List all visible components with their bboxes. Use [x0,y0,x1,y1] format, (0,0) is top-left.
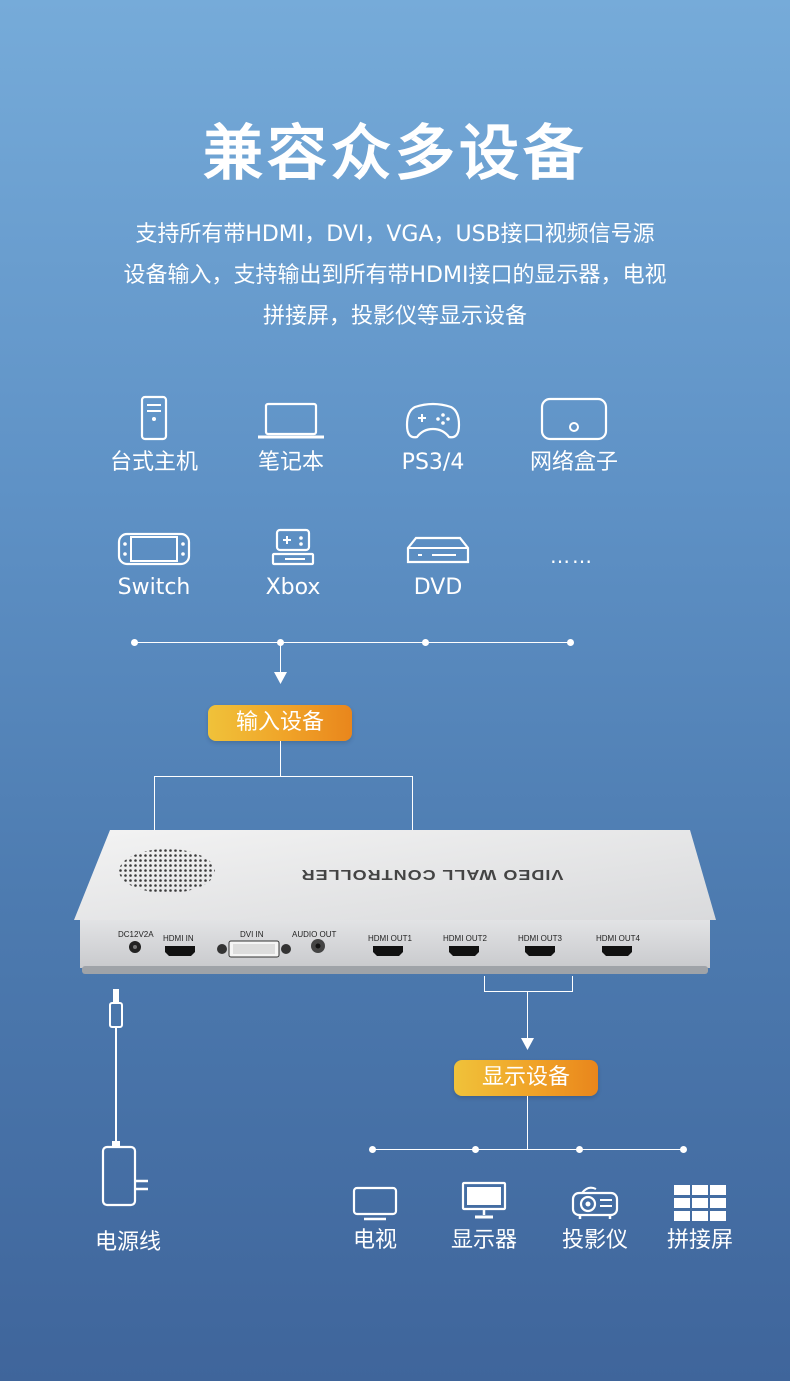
hdmi-port-icon [165,946,195,956]
arrow-down-icon [521,1038,534,1050]
page-title: 兼容众多设备 [203,119,587,189]
laptop-icon [258,402,324,439]
controller-top-label: VIDEO WALL CONTROLLER [300,866,564,883]
connector-dot [576,1146,583,1153]
output-tv: 电视 [325,1177,425,1255]
arrow-down-icon [274,672,287,684]
dvd-player-icon [406,536,470,564]
power-cable-label: 电源线 [94,1230,161,1255]
device-dvd: DVD [373,508,503,602]
port-label: AUDIO OUT [292,930,337,939]
device-label: 笔记本 [257,450,324,475]
output-video-wall: 拼接屏 [650,1177,750,1255]
output-bus-line [372,1149,684,1150]
description-line: 拼接屏，投影仪等显示设备 [262,304,527,329]
switch-console-icon [117,532,191,566]
bracket-line [484,976,485,992]
port-label: DC12V2A [118,930,154,939]
port-label: HDMI IN [163,934,194,943]
port-label: HDMI OUT3 [518,934,562,943]
badge-drop-line [280,741,281,776]
connector-dot [422,639,429,646]
port-label: HDMI OUT2 [443,934,487,943]
output-label: 显示器 [450,1228,517,1253]
bracket-line [154,776,155,832]
bracket-line [572,976,573,992]
device-label: PS3/4 [401,450,465,475]
input-devices-badge: 输入设备 [208,705,352,741]
device-switch: Switch [89,508,219,602]
output-monitor: 显示器 [434,1177,534,1255]
description-line: 设备输入，支持输出到所有带HDMI接口的显示器，电视 [123,263,667,288]
hdmi-port-icon [525,946,555,956]
output-label: 拼接屏 [666,1228,733,1253]
device-ps: PS3/4 [368,383,498,477]
video-wall-controller: VIDEO WALL CONTROLLER DC12V2A HDMI IN DV… [72,828,718,976]
hdmi-port-icon [602,946,632,956]
output-label: 投影仪 [561,1228,628,1253]
power-adapter-icon [101,989,148,1207]
bracket-line [484,991,573,992]
speaker-grill-icon [119,849,215,893]
output-drop-line [527,991,528,1041]
connector-dot [567,639,574,646]
dc-jack-icon [129,941,141,953]
badge-drop-line [527,1096,528,1149]
connector-dot [131,639,138,646]
hdmi-port-icon [449,946,479,956]
output-projector: 投影仪 [545,1177,645,1255]
audio-jack-icon [311,939,325,953]
connector-dot [472,1146,479,1153]
xbox-icon [271,528,315,566]
video-wall-icon [674,1185,726,1221]
network-box-icon [540,397,608,441]
output-devices-badge: 显示设备 [454,1060,598,1096]
device-label: 网络盒子 [529,450,618,475]
input-drop-line [280,642,281,676]
monitor-icon [461,1181,507,1219]
more-dots: …… [550,544,594,568]
connector-dot [680,1146,687,1153]
description-line: 支持所有带HDMI，DVI，VGA，USB接口视频信号源 [135,222,655,247]
output-label: 电视 [352,1228,397,1253]
device-xbox: Xbox [228,508,358,602]
connector-dot [369,1146,376,1153]
tv-icon [352,1186,398,1221]
controller-body [74,830,716,974]
port-label: HDMI OUT1 [368,934,412,943]
projector-icon [571,1186,619,1219]
desktop-tower-icon [140,395,168,441]
hdmi-port-icon [373,946,403,956]
device-label: Switch [117,575,191,600]
bracket-line [412,776,413,832]
port-label: HDMI OUT4 [596,934,640,943]
device-label: 台式主机 [109,450,198,475]
device-more: …… [507,508,637,568]
port-label: DVI IN [240,930,264,939]
power-label: 电源线 [78,1229,178,1257]
description: 支持所有带HDMI，DVI，VGA，USB接口视频信号源 设备输入，支持输出到所… [70,214,720,337]
device-label: Xbox [265,575,321,600]
power-cable [100,985,160,1215]
device-network-box: 网络盒子 [509,383,639,477]
device-laptop: 笔记本 [226,383,356,477]
dvi-port-icon [217,940,291,958]
device-desktop: 台式主机 [89,383,219,477]
bracket-line [154,776,413,777]
input-bus-line [134,642,572,643]
gamepad-icon [405,402,461,439]
device-label: DVD [413,575,463,600]
